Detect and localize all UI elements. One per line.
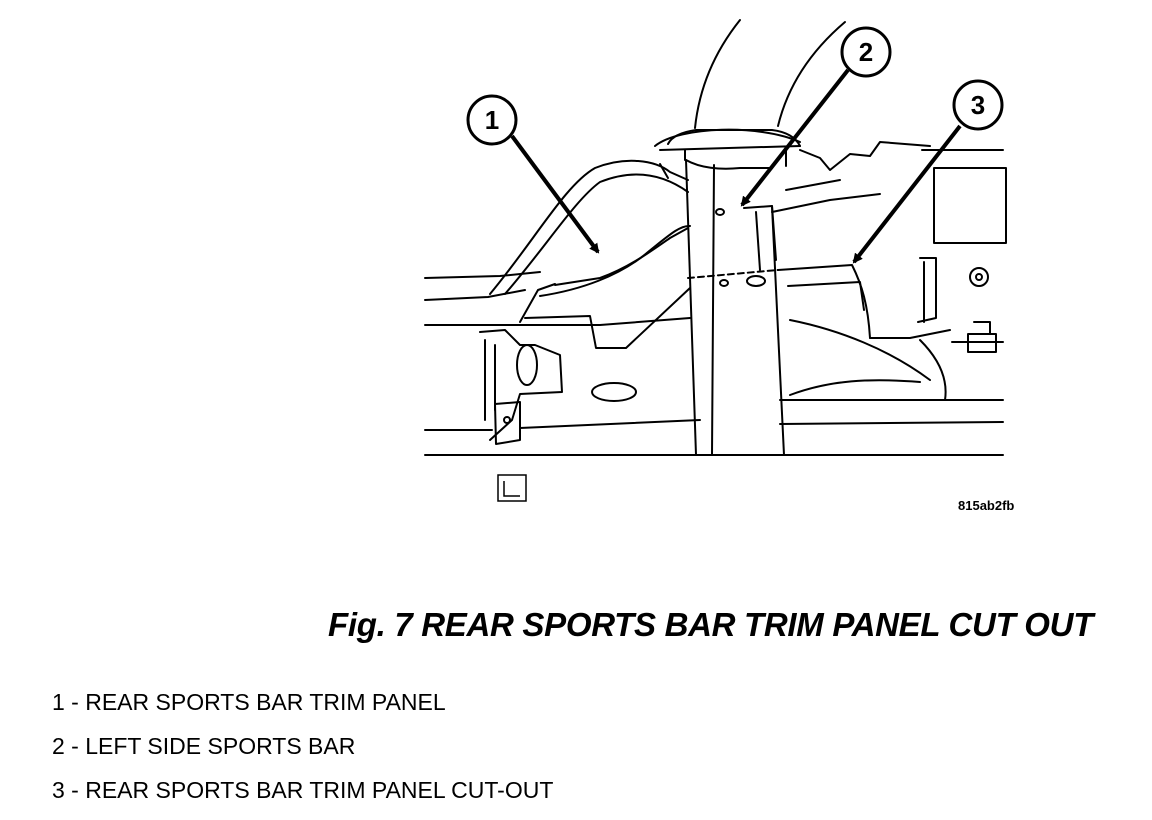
legend-list: 1 - REAR SPORTS BAR TRIM PANEL 2 - LEFT …: [52, 688, 553, 820]
legend-item-2: 2 - LEFT SIDE SPORTS BAR: [52, 733, 356, 759]
callout-1: 1: [466, 94, 518, 146]
vehicle-body-linework: [424, 19, 1007, 456]
orientation-icon: [497, 474, 527, 502]
svg-text:3: 3: [971, 90, 985, 120]
figure-caption: Fig. 7 REAR SPORTS BAR TRIM PANEL CUT OU…: [328, 606, 1094, 643]
callout-3: 3: [952, 79, 1004, 131]
callout-arrows: [510, 68, 962, 264]
arrow-3: [852, 124, 962, 264]
diagram-illustration: 1 2 3 815ab2fb: [424, 19, 1014, 513]
arrow-2: [740, 68, 850, 207]
svg-text:2: 2: [859, 37, 873, 67]
svg-text:1: 1: [485, 105, 499, 135]
image-code: 815ab2fb: [958, 498, 1014, 513]
legend-item-3: 3 - REAR SPORTS BAR TRIM PANEL CUT-OUT: [52, 777, 554, 803]
arrow-1: [510, 134, 600, 254]
legend-item-1: 1 - REAR SPORTS BAR TRIM PANEL: [52, 689, 446, 715]
callout-2: 2: [840, 26, 892, 78]
